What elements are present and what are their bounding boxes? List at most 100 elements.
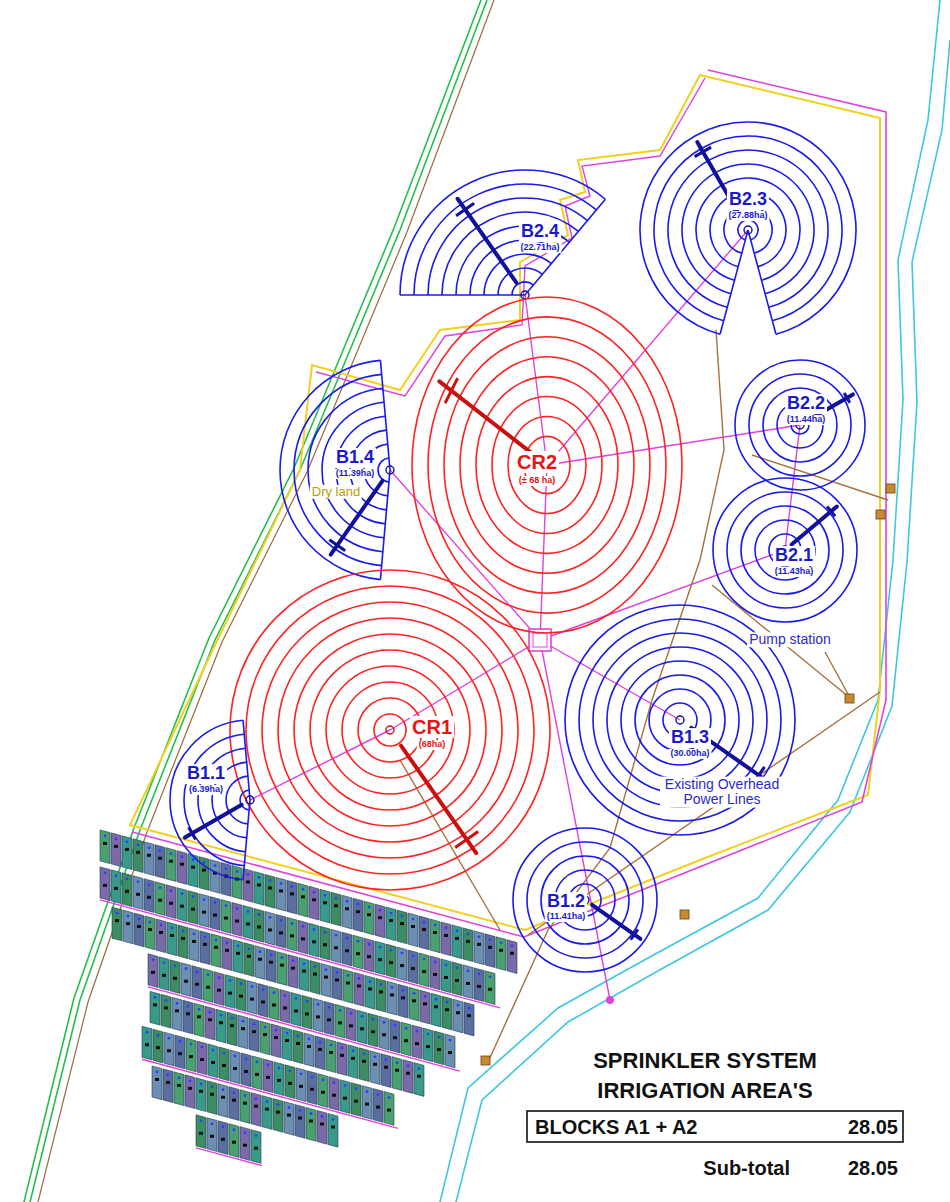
- panel-mark: [299, 1085, 303, 1088]
- panel-dot: [302, 888, 305, 891]
- pivot-centre: [386, 726, 394, 734]
- solar-panel: [304, 1033, 314, 1067]
- panel-dot: [412, 955, 415, 958]
- panel-row-line: [142, 1059, 398, 1128]
- pivot-ring: [668, 150, 828, 307]
- panel-mark: [290, 934, 294, 937]
- pivot-centre: [744, 226, 752, 234]
- solar-panel: [232, 903, 242, 937]
- panel-dot: [308, 1038, 311, 1041]
- pivot-ring: [226, 776, 248, 824]
- panel-dot: [226, 941, 229, 944]
- panel-dot: [280, 882, 283, 885]
- panel-mark: [510, 952, 514, 955]
- panel-dot: [286, 1032, 289, 1035]
- panel-dot: [231, 1017, 234, 1020]
- solar-panel: [203, 969, 213, 1003]
- block-area: (27.88ha): [726, 211, 769, 221]
- panel-mark: [202, 911, 206, 914]
- solar-panel: [375, 904, 385, 938]
- solar-panel: [192, 966, 202, 1000]
- panel-mark: [279, 889, 283, 892]
- solar-panel: [123, 910, 133, 944]
- panel-dot: [214, 901, 217, 904]
- panel-dot: [185, 967, 188, 970]
- table-cell: BLOCKS A1 + A2: [535, 1116, 697, 1138]
- pivot-ring: [428, 198, 587, 295]
- panel-mark: [103, 842, 107, 845]
- panel-mark: [184, 980, 188, 983]
- panel-dot: [313, 928, 316, 931]
- block-name: B2.3: [727, 190, 769, 210]
- panel-mark: [360, 1027, 364, 1030]
- pivot-arm: [401, 746, 476, 853]
- solar-panel: [111, 870, 121, 904]
- solar-panel: [414, 1063, 424, 1097]
- pivot-ring: [444, 337, 650, 593]
- solar-panel: [122, 873, 132, 907]
- panel-dot: [157, 1034, 160, 1037]
- panel-dot: [377, 1093, 380, 1096]
- solar-panel: [156, 919, 166, 953]
- block-area: (11.43ha): [773, 567, 816, 577]
- solar-panel: [284, 1102, 294, 1136]
- panel-row-line: [148, 987, 460, 1071]
- solar-panel: [214, 972, 224, 1006]
- panel-dot: [222, 1125, 225, 1128]
- block-area: (11.41ha): [545, 912, 588, 922]
- panel-mark: [331, 1125, 335, 1128]
- panel-dot: [352, 1049, 355, 1052]
- panel-dot: [253, 1023, 256, 1026]
- panel-mark: [169, 860, 173, 863]
- solar-panel: [229, 1087, 239, 1121]
- panel-dot: [176, 1002, 179, 1005]
- panel-mark: [114, 845, 118, 848]
- panel-mark: [235, 920, 239, 923]
- panel-dot: [233, 1128, 236, 1131]
- panel-dot: [322, 1078, 325, 1081]
- solar-panel: [236, 978, 246, 1012]
- panel-dot: [211, 1085, 214, 1088]
- solar-panel: [150, 991, 160, 1025]
- solar-panel: [441, 922, 451, 956]
- solar-panel: [221, 863, 231, 897]
- panel-dot: [355, 1087, 358, 1090]
- solar-panel: [485, 934, 495, 968]
- panel-mark: [258, 958, 262, 961]
- panel-mark: [417, 1075, 421, 1078]
- pivot-ring: [621, 661, 739, 779]
- panel-dot: [434, 961, 437, 964]
- table-cell: Sub-total: [703, 1157, 790, 1179]
- solar-panel: [258, 984, 268, 1018]
- solar-panel: [320, 926, 330, 960]
- solar-panel: [240, 1127, 250, 1161]
- solar-panel: [387, 981, 397, 1015]
- site-boundary: [130, 75, 880, 930]
- panel-mark: [390, 993, 394, 996]
- pivot-ring: [310, 650, 470, 810]
- panel-dot: [244, 1094, 247, 1097]
- panel-mark: [288, 1082, 292, 1085]
- road-edge: [24, 0, 481, 1202]
- solar-panel: [155, 845, 165, 879]
- solar-panel: [144, 842, 154, 876]
- pivot-ring: [230, 570, 550, 890]
- solar-panel: [221, 900, 231, 934]
- solar-panel: [145, 916, 155, 950]
- panel-mark: [254, 1147, 258, 1150]
- panel-dot: [434, 924, 437, 927]
- panel-mark: [232, 1141, 236, 1144]
- panel-mark: [340, 1054, 344, 1057]
- pivot-circle: B1.4(11.39ha): [280, 360, 500, 580]
- panel-dot: [289, 1069, 292, 1072]
- solar-panel: [186, 1038, 196, 1072]
- pivot-rings: [280, 360, 500, 580]
- panel-mark: [241, 1027, 245, 1030]
- solar-panel: [452, 925, 462, 959]
- panel-dot: [467, 933, 470, 936]
- panel-dot: [427, 1033, 430, 1036]
- panel-mark: [356, 952, 360, 955]
- solar-panel: [274, 1062, 284, 1096]
- block-area: (68ha): [417, 740, 448, 750]
- solar-panel: [342, 932, 352, 966]
